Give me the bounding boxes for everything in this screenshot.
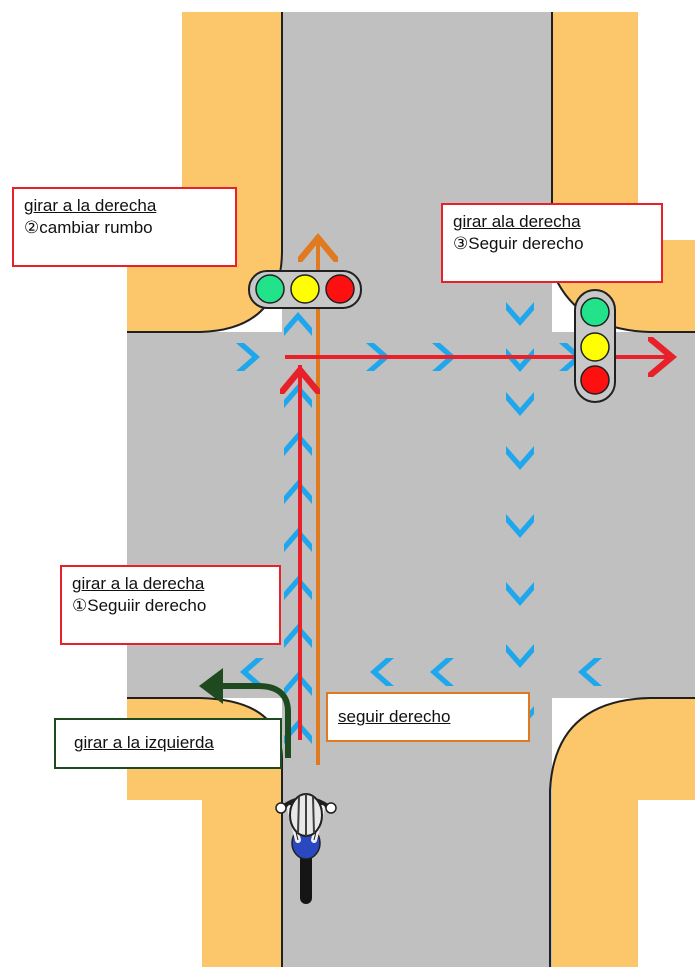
left-turn-path-arrow xyxy=(199,668,291,758)
label-left-turn: girar a la izquierda xyxy=(54,718,282,769)
bike-lane-arrows-southbound xyxy=(506,302,534,730)
bike-lane-chevron xyxy=(430,658,454,686)
label-right-turn-step-2: girar a la derecha ②cambiar rumbo xyxy=(12,187,237,267)
label-title: girar a la derecha xyxy=(24,196,157,215)
bike-lane-chevron xyxy=(506,582,534,606)
bike-lane-chevron xyxy=(240,658,264,686)
bike-lane-chevron xyxy=(578,658,602,686)
bike-lane-chevron xyxy=(506,644,534,668)
cyclist-icon xyxy=(275,793,337,904)
label-title: seguir derecho xyxy=(338,707,451,726)
traffic-light-horizontal xyxy=(248,270,362,309)
label-title: girar a la derecha xyxy=(72,574,205,593)
label-right-turn-step-3: girar ala derecha ③Seguir derecho xyxy=(441,203,663,283)
bike-lane-arrows-westbound xyxy=(240,658,602,686)
bike-lane-chevron xyxy=(370,658,394,686)
label-title: girar ala derecha xyxy=(453,212,581,231)
label-subtitle: ③Seguir derecho xyxy=(453,234,584,253)
bike-lane-chevron xyxy=(284,312,312,336)
label-go-straight: seguir derecho xyxy=(326,692,530,742)
bike-lane-chevron xyxy=(506,348,534,372)
bike-lane-chevron xyxy=(506,446,534,470)
bike-lane-chevron xyxy=(506,514,534,538)
label-subtitle: ②cambiar rumbo xyxy=(24,218,153,237)
label-title: girar a la izquierda xyxy=(74,733,214,752)
bike-lane-chevron xyxy=(506,302,534,326)
label-right-turn-step-1: girar a la derecha ①Seguiir derecho xyxy=(60,565,281,645)
bike-lane-chevron xyxy=(506,392,534,416)
label-subtitle: ①Seguiir derecho xyxy=(72,596,207,615)
traffic-light-vertical xyxy=(574,289,616,403)
bike-lane-chevron xyxy=(236,343,260,371)
